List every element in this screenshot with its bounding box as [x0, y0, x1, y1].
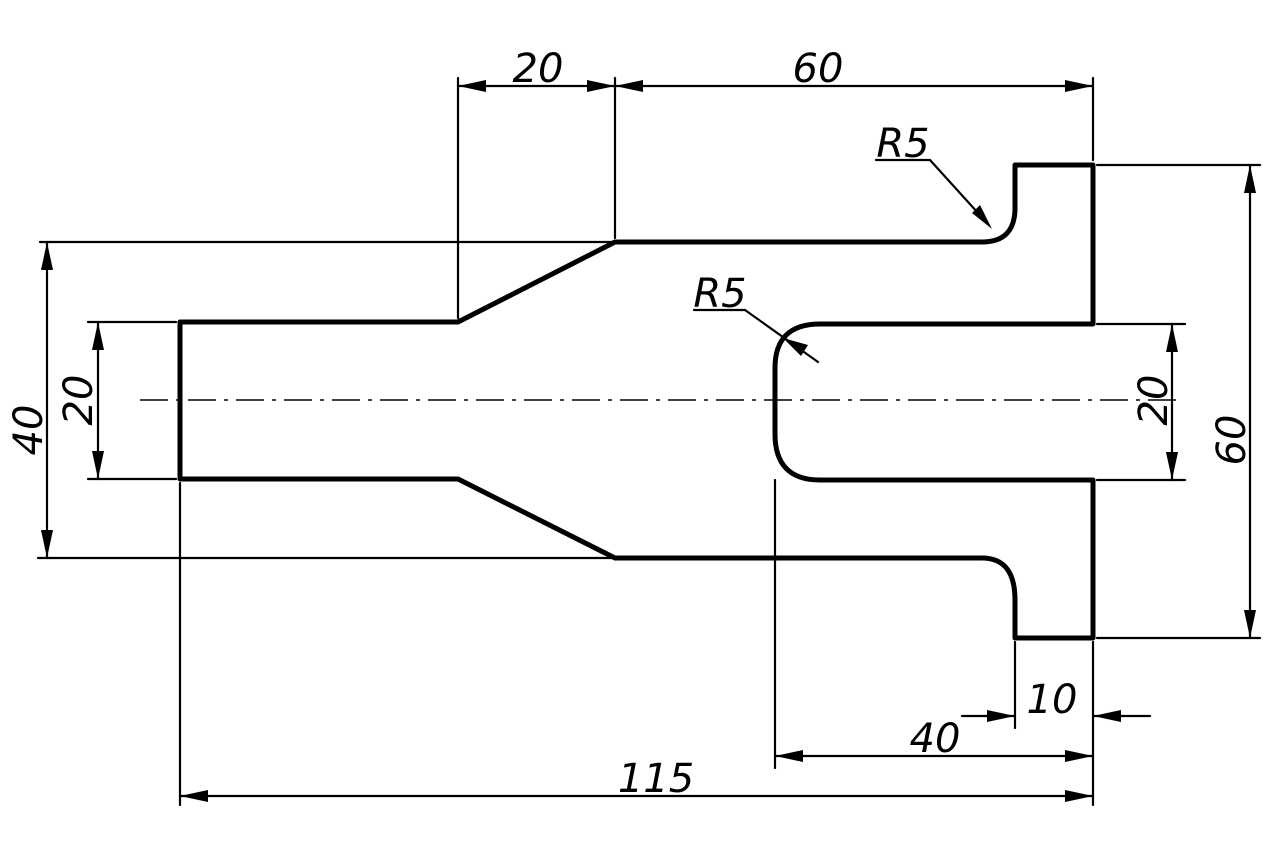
dim-bottom-40: 40 [910, 716, 961, 762]
dim-left-40: 40 [6, 405, 52, 456]
dimension-lines [41, 80, 1256, 802]
dim-top-60: 60 [793, 46, 844, 92]
part-outline [177, 162, 1096, 641]
dim-r5-slot: R5 [693, 271, 746, 317]
dim-right-60: 60 [1209, 415, 1255, 466]
radius-leaders [692, 158, 992, 364]
dim-right-20: 20 [1131, 375, 1177, 426]
extension-lines [36, 76, 1262, 807]
dim-bottom-10: 10 [1027, 677, 1078, 723]
dimension-labels: 20 60 R5 R5 40 20 20 60 10 40 115 [6, 46, 1255, 802]
dim-left-20: 20 [56, 375, 102, 426]
dim-top-20: 20 [513, 46, 564, 92]
dim-bottom-115: 115 [618, 756, 694, 802]
dim-r5-fillet: R5 [876, 121, 929, 167]
